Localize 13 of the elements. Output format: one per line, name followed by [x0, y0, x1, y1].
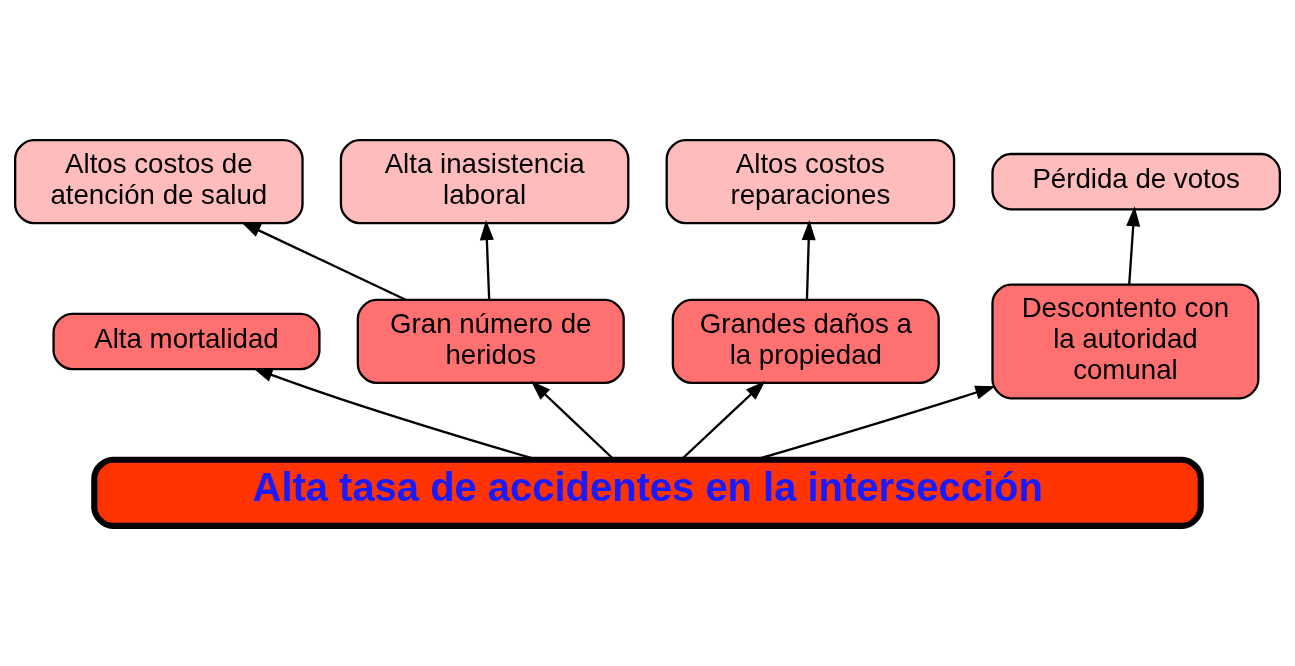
- arrow: [240, 221, 407, 301]
- node-box: Alta tasa de accidentes en la intersección: [91, 456, 1204, 529]
- node-box: Alta mortalidad: [52, 312, 321, 371]
- arrow: [1126, 206, 1141, 285]
- node-box: Altos costos reparaciones: [665, 139, 956, 225]
- node-box: Descontento con la autoridad comunal: [991, 283, 1260, 400]
- arrow: [479, 220, 494, 300]
- node-box: Grandes daños a la propiedad: [671, 298, 940, 385]
- arrow: [801, 220, 816, 300]
- node-box: Pérdida de votos: [991, 152, 1281, 211]
- node-box: Gran número de heridos: [356, 298, 625, 385]
- node-box: Altos costos de atención de salud: [14, 139, 304, 225]
- node-box: Alta inasistencia laboral: [339, 139, 630, 225]
